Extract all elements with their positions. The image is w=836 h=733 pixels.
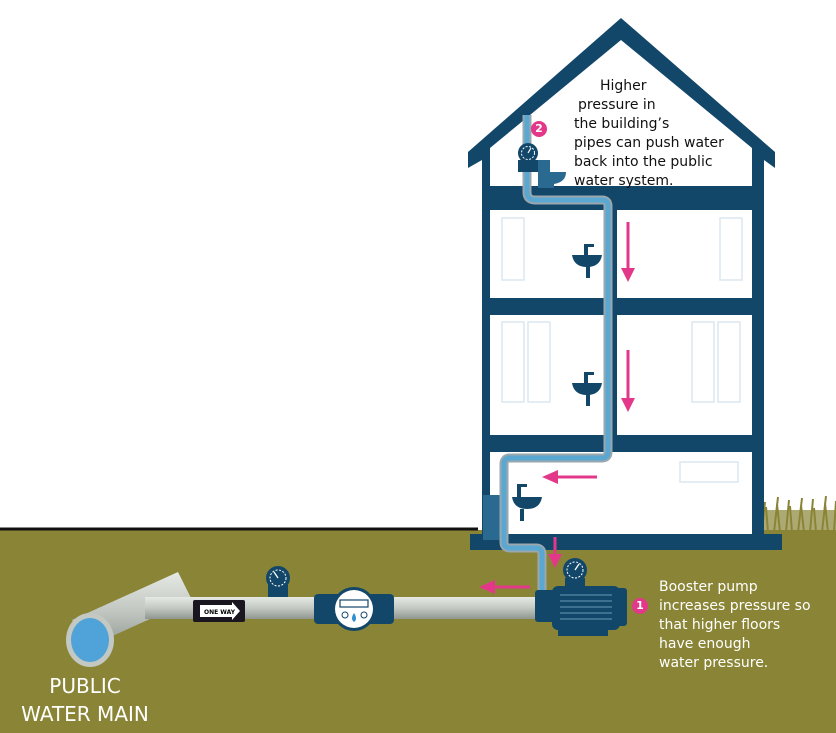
public-water-main-label: PUBLIC WATER MAIN [20, 672, 150, 728]
label-line: PUBLIC [49, 674, 121, 698]
ground [0, 530, 836, 733]
water-meter-icon [314, 587, 394, 631]
arrow-icon [479, 222, 635, 594]
callout-line: water system. [574, 173, 674, 189]
callout-line: Higher [600, 78, 647, 94]
callout-line: pipes can push water [574, 135, 724, 151]
sink-icon [512, 484, 542, 521]
booster-pump-icon [535, 558, 627, 636]
callout-line: Booster pump [659, 579, 758, 595]
callout-badge-1: 1 [632, 598, 648, 614]
callout-pump-text: Booster pump increases pressure so that … [659, 578, 811, 673]
callout-line: water pressure. [659, 655, 769, 671]
callout-line: increases pressure so [659, 598, 811, 614]
callout-line: have enough [659, 636, 751, 652]
callout-backflow-text: Higher pressure in the building’s pipes … [574, 77, 724, 191]
label-line: WATER MAIN [21, 702, 149, 726]
pressure-gauge-icon [266, 566, 290, 597]
one-way-sign-text: ONE WAY [204, 609, 236, 616]
toilet-icon [538, 160, 566, 188]
callout-line: back into the public [574, 154, 713, 170]
callout-line: that higher floors [659, 617, 781, 633]
callout-line: the building’s [574, 116, 670, 132]
pressure-gauge-icon [518, 143, 538, 172]
callout-badge-2: 2 [531, 121, 547, 137]
sink-icon [572, 244, 602, 278]
callout-line: pressure in [578, 97, 656, 113]
sink-icon [572, 372, 602, 406]
